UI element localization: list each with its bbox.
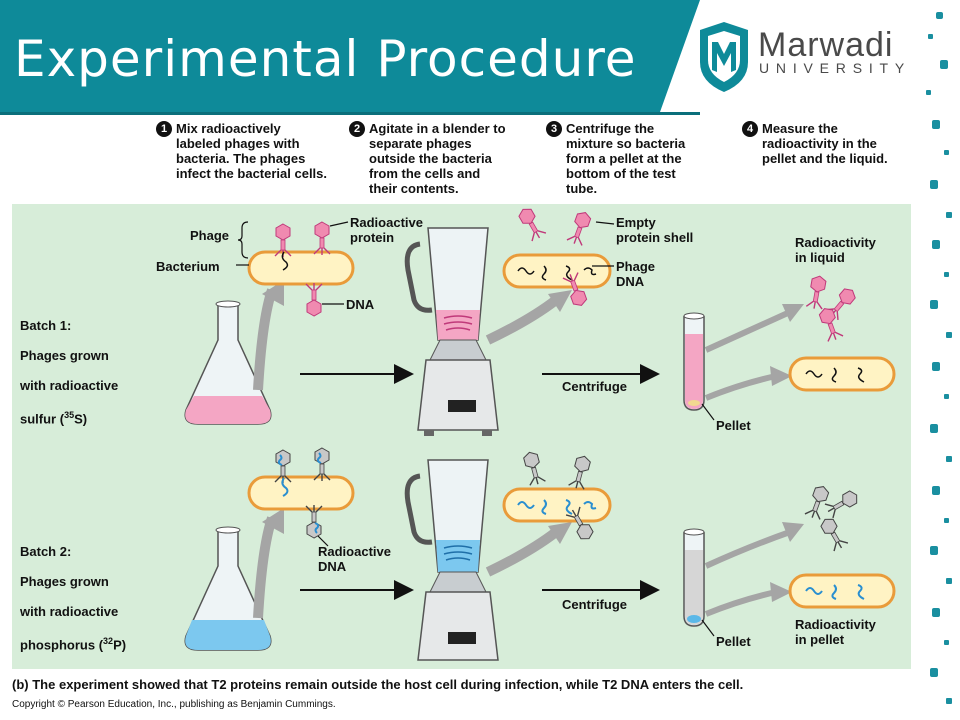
bacterium-batch-2 (247, 475, 355, 511)
batch-1-description: Batch 1: Phages grown with radioactive s… (20, 303, 118, 441)
step-4-text: Measure the radioactivity in the pellet … (762, 121, 888, 166)
label-pellet-2: Pellet (716, 634, 751, 649)
arrow-head-blender-1 (548, 290, 572, 312)
gray-shell-icon-2 (567, 453, 594, 491)
flask-batch-1 (184, 300, 272, 425)
pellet-bacterium-1 (788, 356, 896, 392)
injected-dna-1 (281, 251, 289, 271)
arrow-tube-to-pellet-1 (704, 373, 777, 401)
label-bacterium: Bacterium (156, 259, 220, 274)
blender-batch-1 (404, 227, 499, 436)
bacterium-after-blend-2 (502, 487, 612, 523)
step-number-3: 3 (546, 121, 562, 137)
arrow-blender-to-cell-1 (485, 296, 560, 345)
batch-1-desc-1: Phages grown (20, 348, 109, 363)
step-4: 4 Measure the radioactivity in the pelle… (742, 121, 888, 166)
phage-icon-1b (313, 221, 331, 256)
step-3-text: Centrifuge the mixture so bacteria form … (566, 121, 686, 196)
label-phage-dna: Phage DNA (616, 259, 656, 289)
decorative-dot-strip (926, 12, 952, 704)
blender-batch-2 (404, 459, 499, 661)
test-tube-batch-2 (683, 528, 705, 627)
caption-prefix: (b) (12, 677, 29, 692)
batch-1-desc-3: sulfur ( (20, 411, 65, 427)
copyright-notice: Copyright © Pearson Education, Inc., pub… (12, 699, 336, 710)
arrow-blender-to-cell-2 (485, 528, 560, 577)
arrow-tube-to-liquid-1 (704, 309, 792, 353)
bacterium-batch-1 (247, 250, 355, 286)
batch-2-description: Batch 2: Phages grown with radioactive p… (20, 529, 126, 667)
step-number-1: 1 (156, 121, 172, 137)
batch-1-desc-2: with radioactive (20, 378, 119, 393)
logo-name: Marwadi (758, 26, 894, 64)
phage-icon-1c (305, 282, 323, 317)
liquid-gray-shell-1 (803, 483, 832, 522)
batch-2-desc-2: with radioactive (20, 604, 119, 619)
label-dna: DNA (346, 297, 375, 312)
batch-2-desc-1: Phages grown (20, 574, 109, 589)
label-phage: Phage (190, 228, 230, 243)
label-empty-protein-shell: Empty protein shell (616, 215, 694, 245)
bacterium-after-blend-1 (502, 253, 612, 289)
university-logo-icon (700, 22, 748, 92)
step-number-4: 4 (742, 121, 758, 137)
liquid-gray-shell-3 (817, 514, 850, 553)
liquid-shell-icon-1 (805, 274, 829, 311)
label-radioactivity-in-pellet: Radioactivity in pellet (795, 617, 876, 647)
batch-2-isotope-symbol: P) (113, 637, 127, 653)
batch-1-isotope-mass: 35 (64, 410, 75, 420)
label-radioactive-dna: Radioactive DNA (318, 544, 391, 574)
arrow-flask-to-cell-1 (253, 288, 277, 391)
batch-2-label: Batch 2: (20, 544, 72, 559)
slide-title: Experimental Procedure (14, 30, 637, 88)
label-radioactive-protein: Radioactive protein (350, 215, 423, 245)
step-1: 1 Mix radioactively labeled phages with … (156, 121, 328, 181)
phage-bracket (237, 221, 249, 259)
figure-caption: (b) The experiment showed that T2 protei… (12, 677, 743, 692)
arrow-head-flask-1 (262, 280, 284, 306)
label-centrifuge-2: Centrifuge (562, 597, 627, 612)
label-centrifuge-1: Centrifuge (562, 379, 627, 394)
liquid-shell-icon-3 (816, 305, 845, 344)
step-2-text: Agitate in a blender to separate phages … (369, 121, 506, 196)
arrow-head-blender-2 (548, 522, 572, 544)
batch-2-isotope-mass: 32 (103, 636, 114, 646)
arrow-flask-to-cell-2 (253, 516, 277, 619)
batch-1-isotope-symbol: S) (74, 411, 88, 427)
step-1-text: Mix radioactively labeled phages with ba… (176, 121, 328, 181)
step-number-2: 2 (349, 121, 365, 137)
arrow-tube-to-liquid-2 (704, 529, 791, 569)
pellet-bacterium-2 (788, 573, 896, 609)
step-3: 3 Centrifuge the mixture so bacteria for… (546, 121, 686, 196)
logo-subtitle: UNIVERSITY (759, 60, 912, 76)
batch-2-desc-3: phosphorus ( (20, 637, 104, 653)
batch-1-label: Batch 1: (20, 318, 72, 333)
arrow-tube-to-pellet-2 (704, 589, 777, 617)
empty-shell-icon-1 (515, 204, 548, 243)
title-banner-shadow (0, 112, 700, 115)
test-tube-batch-1 (683, 312, 705, 411)
liquid-gray-shell-2 (823, 487, 862, 520)
caption-text: The experiment showed that T2 proteins r… (32, 677, 744, 692)
label-radioactivity-in-liquid: Radioactivity in liquid (795, 235, 876, 265)
label-pellet-1: Pellet (716, 418, 751, 433)
empty-shell-icon-2 (565, 209, 594, 248)
flask-batch-2 (184, 526, 272, 651)
gray-shell-icon-1 (520, 449, 547, 487)
title-banner (0, 0, 700, 112)
step-2: 2 Agitate in a blender to separate phage… (349, 121, 506, 196)
arrow-head-flask-2 (262, 508, 284, 534)
